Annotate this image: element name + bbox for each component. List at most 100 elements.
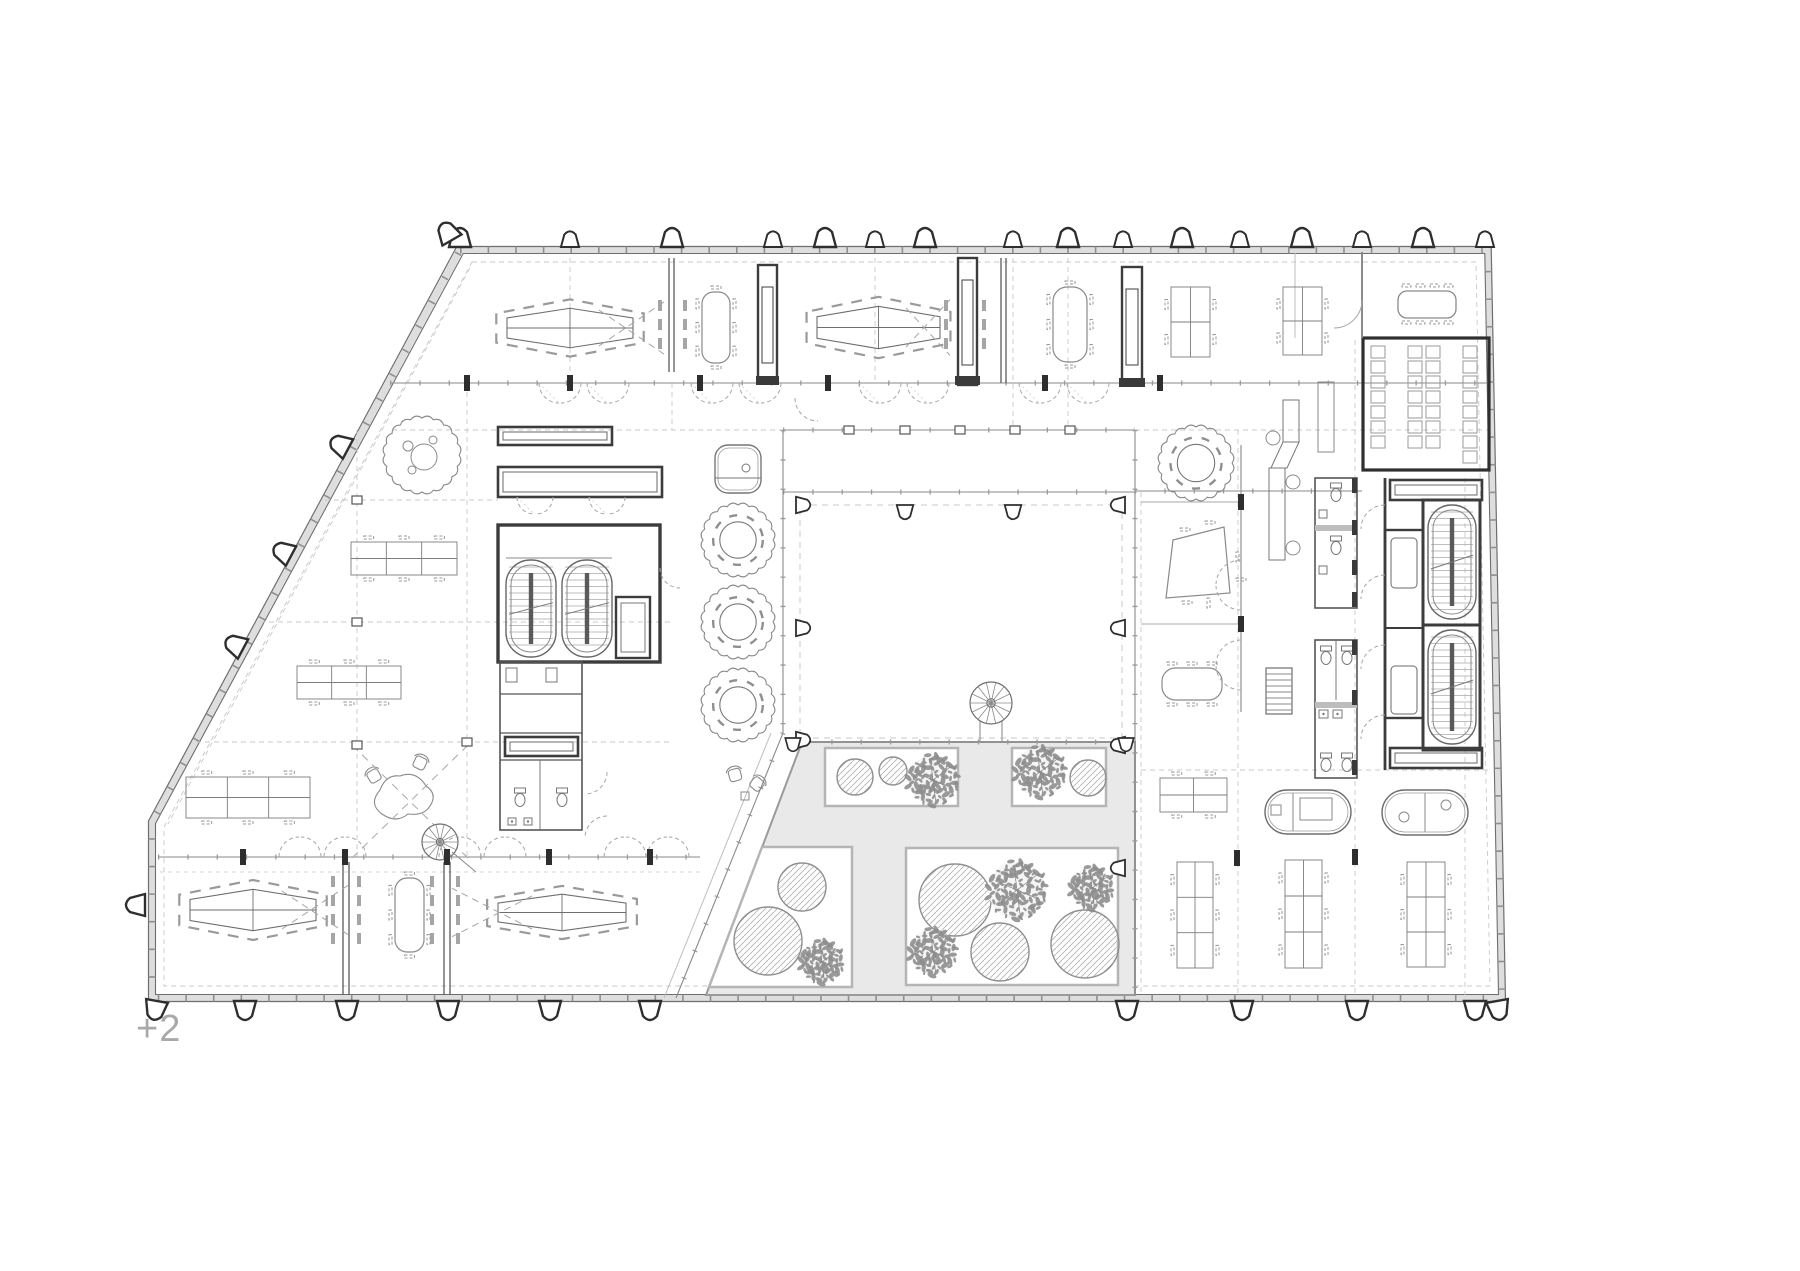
column-marker: [843, 425, 855, 435]
facade-column: [559, 230, 581, 248]
facade-column: [1003, 504, 1023, 521]
shrub-circle: [777, 862, 827, 912]
column-marker: [342, 849, 348, 865]
round-workshop-table: [700, 584, 776, 660]
round-workshop-table: [1157, 424, 1235, 502]
facade-column: [437, 221, 464, 248]
canopy-tree: [1067, 863, 1115, 913]
spiral-stair: [969, 681, 1013, 725]
facade-column: [1229, 999, 1255, 1022]
facade-column: [864, 230, 886, 248]
desk-cluster: [350, 535, 458, 582]
facade-column: [1289, 226, 1315, 249]
column-marker: [1238, 616, 1244, 632]
facade-column: [795, 618, 812, 638]
rounded-table: [695, 285, 737, 370]
sink-pod: [714, 444, 762, 494]
shrub-circle: [1050, 909, 1120, 979]
facade-column: [1410, 226, 1436, 249]
spiral-stair: [421, 823, 459, 861]
facade-column: [537, 999, 563, 1022]
facade-column: [784, 737, 802, 753]
column-marker: [464, 375, 470, 391]
canopy-tree: [906, 925, 960, 979]
lounge-chair: [749, 774, 767, 792]
column-marker: [1234, 850, 1240, 866]
column-marker: [546, 849, 552, 865]
column-marker: [647, 849, 653, 865]
canopy-tree: [984, 858, 1049, 923]
facade-column: [1462, 999, 1488, 1022]
floor-level-label: +2: [136, 1008, 182, 1050]
rounded-table: [1046, 280, 1094, 369]
columns: [124, 221, 1510, 1022]
desk-cluster: [1170, 861, 1220, 969]
facade-column: [224, 634, 250, 661]
facade-column: [912, 226, 938, 249]
desk-cluster: [185, 770, 311, 825]
planter-gear: [382, 415, 462, 495]
shrub-circle: [733, 906, 803, 976]
round-workshop-table: [700, 502, 776, 578]
round-workshop-table: [700, 667, 776, 743]
facade-column: [1109, 858, 1126, 878]
facade-column: [1109, 618, 1126, 638]
lounge-sofa: [373, 773, 434, 820]
desk-cluster: [1164, 286, 1217, 358]
column-marker: [351, 617, 363, 627]
seminar-room: [1361, 336, 1491, 472]
column-marker: [240, 849, 246, 865]
facade-column: [272, 541, 298, 568]
canopy-tree: [797, 937, 845, 987]
facade-column: [435, 999, 461, 1022]
facade-column: [334, 999, 360, 1022]
facade-column: [1109, 495, 1126, 515]
desk-cluster: [1159, 771, 1228, 819]
canopy-tree: [1011, 743, 1068, 801]
west-stair-core: [496, 425, 664, 664]
lounge-chair: [364, 766, 382, 784]
facade-column: [1351, 230, 1373, 248]
column-marker: [899, 425, 911, 435]
desk-cluster: [1278, 859, 1329, 969]
column-marker: [567, 375, 573, 391]
facade-column: [329, 434, 355, 461]
column-marker: [1064, 425, 1076, 435]
column-marker: [1352, 849, 1358, 865]
column-marker: [351, 495, 363, 505]
straight-stair: [1265, 667, 1293, 715]
desk-cluster: [1276, 286, 1329, 356]
conference-table-lens: [178, 878, 353, 942]
desk-cluster: [1400, 861, 1452, 968]
facade-column: [1484, 997, 1510, 1021]
facade-column: [1474, 230, 1496, 248]
facade-column: [1344, 999, 1370, 1022]
building-shell: [147, 245, 1507, 1003]
conference-table-lens: [805, 295, 952, 360]
facade-column: [895, 504, 915, 521]
partitions: [331, 256, 1145, 995]
facade-column: [1112, 230, 1134, 248]
shrub-circle: [1069, 759, 1107, 797]
facade-column: [637, 999, 663, 1022]
facade-column: [795, 495, 812, 515]
facade-column: [144, 997, 170, 1021]
trapezoid-table: [1165, 520, 1247, 609]
column-marker: [1042, 375, 1048, 391]
meeting-room: [1294, 252, 1457, 338]
column-marker: [954, 425, 966, 435]
column-marker: [1157, 375, 1163, 391]
phone-booth-pod: [1381, 789, 1469, 836]
column-marker: [1009, 425, 1021, 435]
facade-column: [1229, 230, 1251, 248]
column-marker: [461, 737, 473, 747]
facade-column: [1055, 226, 1081, 249]
east-core: [1314, 477, 1484, 779]
canopy-tree: [904, 751, 961, 809]
courtyard-planting: [733, 743, 1120, 987]
column-marker: [1238, 494, 1244, 510]
column-marker: [697, 375, 703, 391]
facade-column: [1169, 226, 1195, 249]
shrub-circle: [836, 758, 874, 796]
